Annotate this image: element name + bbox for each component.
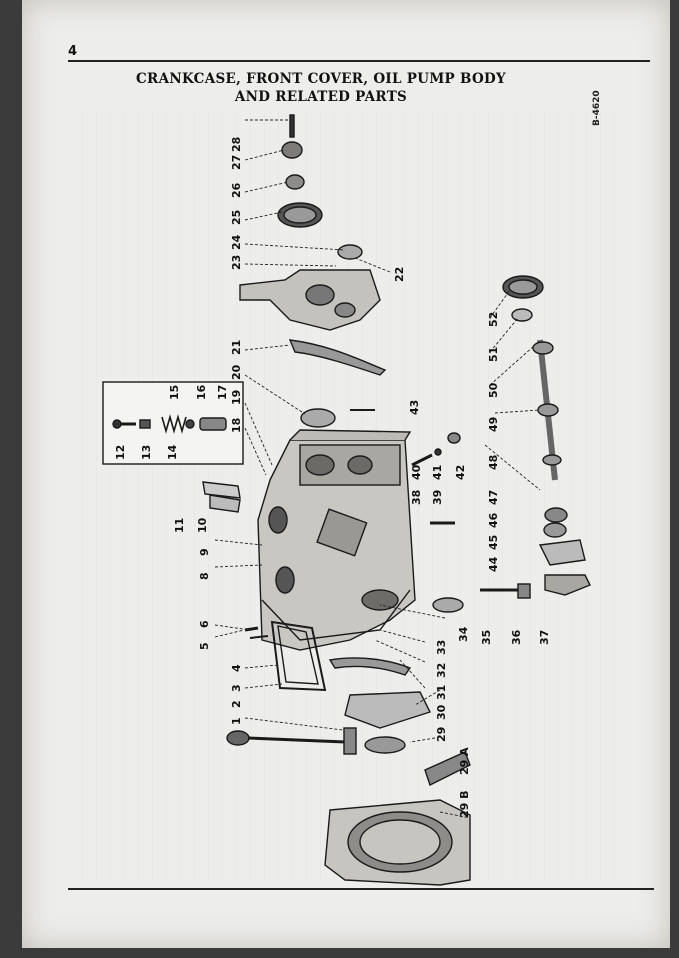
callout-30: 30 — [435, 704, 448, 720]
callout-44: 44 — [487, 556, 500, 572]
oil-pump-cover-44 — [544, 574, 591, 596]
callout-8: 8 — [198, 572, 211, 580]
dowel-pin-6 — [249, 635, 269, 639]
gasket-45 — [538, 539, 586, 566]
bearing-46 — [543, 522, 567, 538]
callout-27: 27 — [230, 155, 243, 170]
callout-32: 32 — [435, 663, 448, 678]
callout-31: 31 — [435, 685, 448, 700]
callout-26: 26 — [230, 182, 243, 198]
washer-41 — [434, 448, 442, 456]
relief-valve-parts — [112, 414, 227, 434]
page-title-line-2: AND RELATED PARTS — [234, 89, 408, 105]
plate-29a — [424, 751, 471, 786]
front-cover — [239, 269, 381, 331]
callout-34: 34 — [457, 626, 470, 642]
leader-lines — [214, 119, 541, 819]
callout-numbers: 28 27 26 25 24 23 22 21 20 19 18 17 16 1… — [114, 137, 551, 818]
callout-19: 19 — [230, 390, 243, 405]
oil-pump-gears — [277, 114, 363, 260]
gasket-11 — [202, 481, 241, 499]
rear-seal-29 — [364, 736, 406, 754]
callout-28: 28 — [230, 137, 243, 152]
top-rule — [68, 60, 650, 62]
callout-23: 23 — [230, 255, 243, 270]
bottom-rule — [68, 888, 654, 890]
callout-45: 45 — [487, 535, 500, 550]
callout-16: 16 — [195, 384, 208, 400]
oil-pan-gasket — [270, 620, 327, 692]
callout-1: 1 — [230, 717, 243, 725]
page-title-line-1: CRANKCASE, FRONT COVER, OIL PUMP BODY — [136, 71, 506, 87]
callout-43: 43 — [408, 400, 421, 415]
callout-37: 37 — [538, 630, 551, 645]
callout-46: 46 — [487, 512, 500, 528]
seal-35 — [432, 597, 464, 613]
callout-48: 48 — [487, 455, 500, 470]
callout-20: 20 — [230, 364, 243, 380]
callout-29: 29 — [435, 727, 448, 742]
callout-35: 35 — [480, 630, 493, 645]
callout-39: 39 — [431, 490, 444, 505]
callout-14: 14 — [166, 444, 179, 460]
callout-13: 13 — [140, 445, 153, 460]
callout-29a: 29 A — [458, 747, 471, 775]
callout-17: 17 — [216, 385, 229, 400]
flywheel-housing-29b — [324, 799, 471, 886]
gasket-31 — [328, 657, 412, 676]
callout-51: 51 — [487, 347, 500, 362]
callout-36: 36 — [510, 629, 523, 645]
callout-49: 49 — [487, 417, 500, 432]
plug-42 — [447, 432, 461, 444]
callout-42: 42 — [454, 465, 467, 480]
callout-24: 24 — [230, 234, 243, 250]
front-cover-gasket — [288, 339, 387, 376]
callout-9: 9 — [198, 548, 211, 556]
rear-cover-30 — [344, 691, 431, 729]
oil-pan-gasket-inner — [277, 625, 319, 685]
callout-41: 41 — [431, 465, 444, 480]
callout-2: 2 — [230, 700, 243, 708]
callout-3: 3 — [230, 684, 243, 692]
callout-52: 52 — [487, 312, 500, 327]
callout-4: 4 — [230, 664, 243, 672]
callout-40: 40 — [410, 464, 423, 480]
callout-25: 25 — [230, 210, 243, 225]
stud-39 — [411, 453, 433, 467]
bearing-47 — [544, 507, 568, 523]
callout-38: 38 — [410, 490, 423, 505]
crankcase-body — [257, 429, 416, 651]
callout-50: 50 — [487, 382, 500, 398]
oil-pump-assembly — [226, 727, 357, 755]
callout-10: 10 — [196, 517, 209, 533]
callout-6: 6 — [198, 620, 211, 628]
callout-11: 11 — [173, 518, 186, 533]
page-number: 4 — [68, 44, 78, 59]
callout-47: 47 — [487, 490, 500, 505]
callout-29b: 29 B — [458, 790, 471, 818]
oil-seal — [300, 408, 336, 428]
fitting-37 — [517, 583, 531, 599]
callout-22: 22 — [393, 267, 406, 282]
callout-15: 15 — [168, 385, 181, 400]
camshaft-assembly — [502, 275, 562, 481]
callout-12: 12 — [114, 445, 127, 460]
callout-5: 5 — [198, 642, 211, 650]
cover-10 — [209, 494, 241, 513]
callout-21: 21 — [230, 340, 243, 355]
callout-18: 18 — [230, 418, 243, 433]
callout-33: 33 — [435, 640, 448, 655]
